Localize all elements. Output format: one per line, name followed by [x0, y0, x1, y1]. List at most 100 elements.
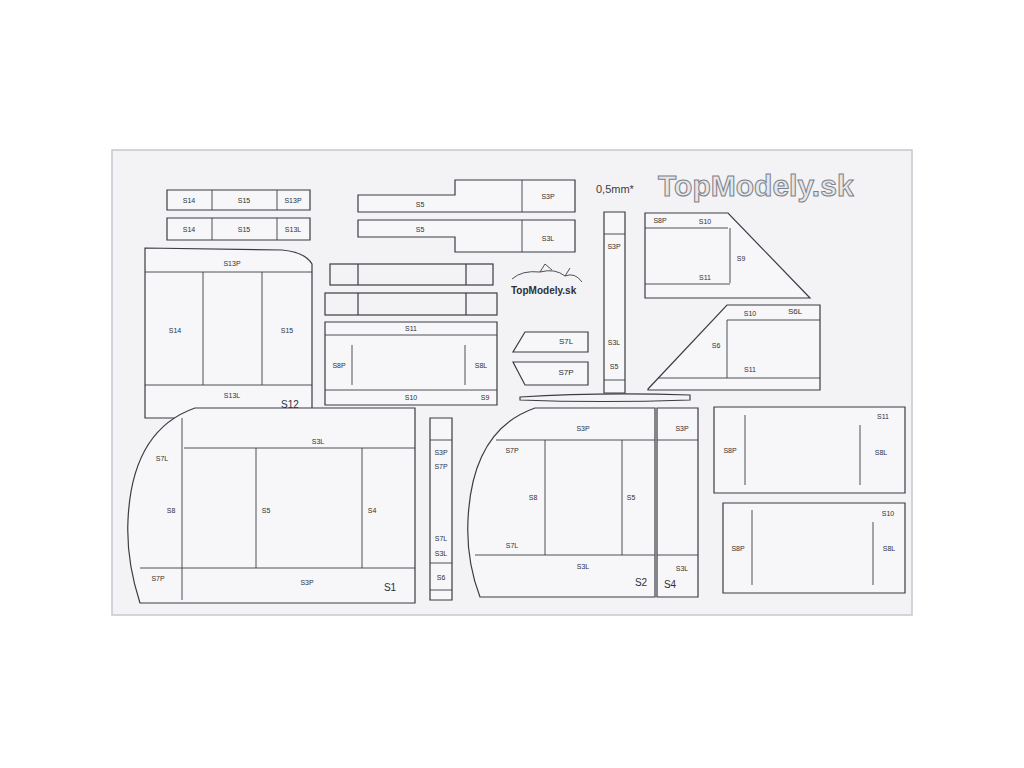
part-outline: [648, 305, 820, 390]
part-border: [358, 220, 575, 252]
part-label: S11: [877, 413, 889, 420]
part-outline: [645, 213, 810, 300]
part-label: S10: [405, 394, 417, 401]
fold-line: [430, 440, 452, 590]
part-border: [430, 418, 452, 600]
part-label: S5: [627, 494, 636, 501]
part-label: S11: [699, 274, 711, 281]
strip-divider: [358, 293, 466, 315]
part-label: S8P: [653, 217, 666, 224]
part-outline: [466, 408, 655, 597]
part-label: S9: [737, 255, 746, 262]
cut-part: S11S8PS8L: [714, 407, 905, 493]
part-outline: [723, 503, 905, 593]
part-label: S10: [882, 510, 894, 517]
part-label: S8L: [883, 545, 895, 552]
cut-part: S14S15S13P: [167, 190, 310, 210]
part-border: [714, 407, 905, 493]
part-border: [645, 213, 810, 298]
part-label: S1: [384, 583, 396, 593]
fold-line: [645, 228, 730, 284]
part-outline: [513, 332, 588, 352]
fold-line: [752, 510, 873, 585]
part-label: S14: [183, 226, 195, 233]
part-border: [513, 332, 588, 352]
part-label: S8: [167, 507, 176, 514]
part-border: [648, 305, 820, 390]
part-label: S3L: [676, 565, 688, 572]
part-label: S3L: [542, 235, 554, 242]
part-label: S6: [437, 574, 446, 581]
fold-line: [745, 415, 860, 485]
part-label: S5: [416, 226, 425, 233]
part-border: [167, 218, 310, 240]
part-label: S11: [744, 366, 756, 373]
part-label: S11: [405, 325, 417, 332]
part-label: S3L: [435, 550, 447, 557]
part-label: S3P: [675, 425, 688, 432]
part-label: S13L: [285, 226, 301, 233]
part-label: S7P: [505, 447, 518, 454]
brand-watermark: TopModely.sk: [658, 171, 854, 201]
part-border: [604, 212, 625, 393]
part-border: [657, 408, 698, 597]
part-label: S13P: [284, 197, 301, 204]
part-label: S8P: [731, 545, 744, 552]
part-label: S5: [416, 201, 425, 208]
part-border: [468, 408, 655, 597]
part-label: S4: [368, 507, 377, 514]
part-label: S7L: [435, 535, 447, 542]
cut-part: S3LS7LS8S5S4S7PS3PS1: [126, 408, 415, 603]
part-label: S2: [635, 578, 647, 588]
blank-strip: [330, 264, 493, 285]
part-outline: [430, 418, 452, 600]
part-label: S7L: [559, 338, 573, 346]
part-label: S3P: [576, 425, 589, 432]
part-label: S9: [481, 394, 490, 401]
part-label: S7P: [434, 463, 447, 470]
part-label: S7P: [558, 369, 573, 377]
fold-line: [325, 335, 497, 390]
fold-line: [145, 272, 312, 385]
part-label: S10: [744, 310, 756, 317]
fold-line: [212, 190, 277, 210]
cut-part: S7L: [513, 332, 588, 352]
part-label: S7L: [506, 542, 518, 549]
part-label: S7P: [151, 575, 164, 582]
brand-logo: TopModely.sk: [511, 286, 576, 296]
part-label: S3L: [312, 438, 324, 445]
fold-line: [212, 218, 277, 240]
part-label: S6: [712, 342, 721, 349]
part-label: S3P: [541, 193, 554, 200]
thickness-note: 0,5mm*: [596, 184, 634, 195]
laser-sheet: [112, 150, 912, 615]
part-border: [358, 180, 575, 212]
part-label: S13P: [223, 260, 240, 267]
fold-line: [475, 440, 655, 555]
cut-part: S5S3L: [358, 220, 575, 252]
part-label: S7L: [156, 455, 168, 462]
fold-line: [657, 440, 698, 555]
part-label: S3L: [608, 339, 620, 346]
part-label: S4: [664, 580, 676, 590]
cut-part: S3P S7P S7L S3L S6: [430, 418, 452, 600]
part-label: S13L: [224, 392, 240, 399]
part-outline: [325, 322, 497, 405]
cut-part: S11S8PS8LS10S9: [325, 322, 497, 405]
cut-part: S7P: [513, 362, 588, 385]
fold-line: [140, 418, 415, 600]
part-label: S15: [281, 327, 293, 334]
cut-part: S6LS10S6S11: [648, 305, 820, 390]
part-label: S3P: [434, 449, 447, 456]
cut-part: S14S15S13L: [167, 218, 310, 240]
part-label: S8: [529, 494, 538, 501]
part-label: S5: [262, 507, 271, 514]
part-border: [145, 248, 312, 418]
fold-line: [522, 180, 523, 212]
cut-part: S13PS14S15S13LS12: [145, 248, 312, 418]
fold-line: [522, 220, 523, 252]
part-label: S3P: [607, 243, 620, 250]
fold-line: [658, 320, 820, 378]
part-label: S8L: [475, 362, 487, 369]
fold-line: [604, 234, 625, 380]
